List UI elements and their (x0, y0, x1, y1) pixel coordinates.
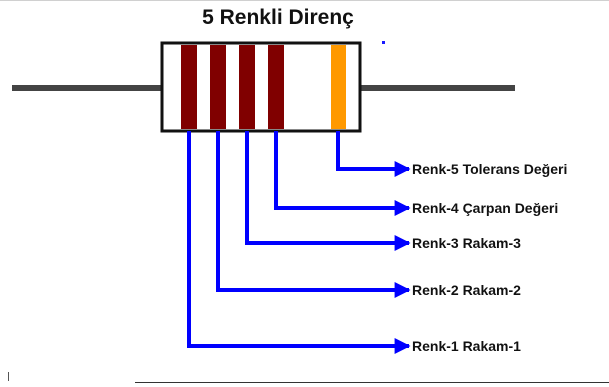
leader-3 (245, 131, 411, 251)
band-3-label: Renk-3 Rakam-3 (412, 235, 521, 251)
leader-2 (216, 131, 411, 298)
band-5 (331, 45, 346, 129)
leader-1 (187, 131, 411, 354)
band-2 (210, 45, 226, 129)
bottom-rule (135, 382, 609, 383)
top-rule (0, 0, 609, 1)
band-3 (239, 45, 255, 129)
band-5-label: Renk-5 Tolerans Değeri (412, 161, 568, 177)
leader-5 (336, 131, 411, 177)
stray-dot (382, 41, 385, 44)
band-2-label: Renk-2 Rakam-2 (412, 282, 521, 298)
band-1-label: Renk-1 Rakam-1 (412, 338, 521, 354)
band-4-label: Renk-4 Çarpan Değeri (412, 200, 559, 216)
diagram-title: 5 Renkli Direnç (202, 6, 354, 29)
band-4 (268, 45, 284, 129)
band-1 (181, 45, 197, 129)
leader-4 (274, 131, 411, 216)
corner-tick (8, 372, 9, 381)
